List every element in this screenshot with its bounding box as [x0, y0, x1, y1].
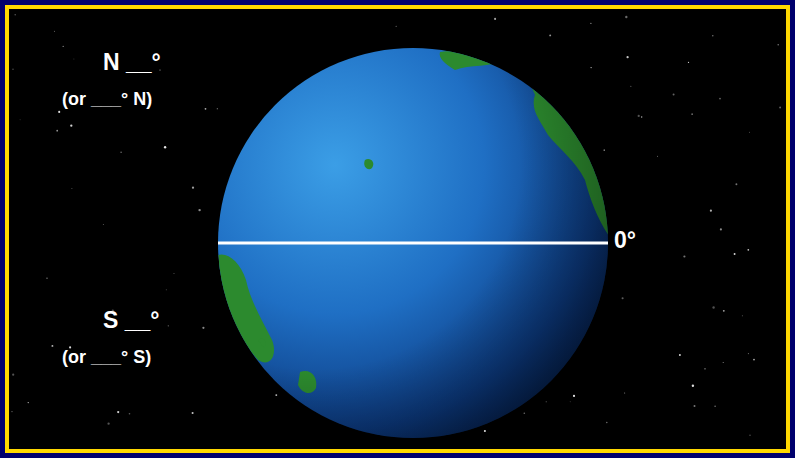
star: [693, 405, 695, 407]
star: [749, 132, 750, 133]
star: [484, 430, 486, 432]
star: [70, 125, 72, 127]
star: [173, 273, 174, 274]
star: [205, 108, 207, 110]
star: [129, 413, 131, 415]
star: [710, 210, 712, 212]
star: [56, 130, 58, 132]
equator-line: [218, 242, 608, 245]
star: [494, 18, 496, 20]
star: [46, 278, 47, 279]
star: [275, 394, 277, 396]
star: [549, 34, 551, 36]
star: [546, 401, 547, 402]
star: [753, 359, 755, 361]
star: [723, 362, 724, 363]
star: [590, 67, 591, 68]
star: [11, 411, 12, 412]
star: [742, 315, 743, 316]
star: [53, 30, 55, 32]
star: [719, 98, 721, 100]
star: [606, 422, 608, 424]
star: [622, 297, 624, 299]
star: [120, 151, 122, 153]
star: [779, 107, 781, 109]
latitude-north-label: N __°: [103, 50, 161, 75]
star: [202, 327, 204, 329]
star: [723, 310, 725, 312]
star: [683, 255, 685, 257]
star: [192, 412, 194, 414]
star: [71, 188, 72, 189]
star: [720, 228, 722, 230]
star: [673, 94, 675, 96]
star: [624, 392, 626, 394]
star: [166, 289, 167, 290]
latitude-north-alt: (or ___° N): [62, 90, 152, 110]
star: [107, 423, 109, 425]
star: [692, 385, 694, 387]
star: [630, 85, 632, 87]
star: [749, 435, 750, 436]
latitude-south-alt: (or ___° S): [62, 348, 151, 368]
latitude-south-label: S __°: [103, 308, 160, 333]
star: [625, 16, 627, 18]
star: [12, 68, 13, 69]
star: [735, 183, 737, 185]
star: [192, 187, 194, 189]
star: [603, 149, 604, 150]
star: [198, 209, 200, 211]
star: [714, 406, 715, 407]
star: [19, 119, 21, 121]
star: [638, 115, 640, 117]
star: [734, 253, 736, 255]
globe-shading: [218, 48, 608, 438]
star: [704, 368, 705, 369]
star: [748, 353, 749, 354]
star: [573, 395, 575, 397]
star: [102, 223, 104, 225]
star: [117, 411, 119, 413]
star: [777, 44, 778, 45]
star: [51, 345, 53, 347]
star: [523, 412, 525, 414]
star: [217, 108, 218, 109]
star: [569, 401, 571, 403]
star: [590, 23, 591, 24]
star: [626, 56, 628, 58]
star: [679, 354, 681, 356]
star: [395, 25, 397, 27]
star: [14, 14, 15, 15]
star: [641, 116, 642, 117]
star: [168, 325, 169, 326]
star: [657, 156, 658, 157]
star: [688, 62, 689, 63]
star: [712, 35, 713, 36]
space-panel: [7, 7, 788, 451]
star: [691, 113, 692, 114]
star: [164, 146, 166, 148]
star: [73, 58, 75, 60]
star: [747, 249, 749, 251]
star: [712, 306, 714, 308]
equator-degree-label: 0°: [614, 228, 636, 253]
globe: [218, 48, 608, 438]
star: [12, 374, 14, 376]
star: [28, 402, 29, 403]
star: [63, 46, 64, 47]
star: [58, 111, 60, 113]
